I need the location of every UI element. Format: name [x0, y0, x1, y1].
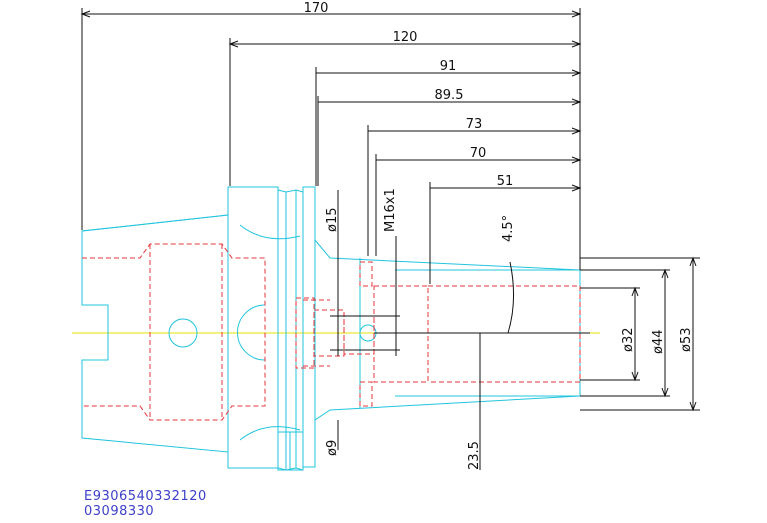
dim-dia-44: ø44: [651, 330, 666, 355]
dim-dia-9: ø9: [325, 440, 340, 456]
dim-91: 91: [440, 59, 457, 74]
dim-89-5: 89.5: [435, 88, 464, 103]
part-code-line-2: 03098330: [84, 504, 155, 519]
dim-51: 51: [497, 174, 514, 189]
part-code-line-1: E9306540332120: [84, 489, 207, 504]
dim-angle: 4.5°: [501, 215, 516, 242]
dim-dia-15: ø15: [325, 208, 340, 233]
dim-120: 120: [393, 30, 418, 45]
dim-73: 73: [466, 117, 483, 132]
dim-170: 170: [304, 1, 329, 16]
dim-dia-32: ø32: [621, 328, 636, 353]
dim-thread: M16x1: [383, 188, 398, 232]
hidden-lines: [82, 243, 581, 421]
dim-dia-53: ø53: [679, 328, 694, 353]
dimension-lines: [80, 8, 700, 470]
part-codes: E9306540332120 03098330: [84, 489, 207, 519]
dim-70: 70: [470, 146, 487, 161]
dim-23-5: 23.5: [467, 441, 482, 470]
